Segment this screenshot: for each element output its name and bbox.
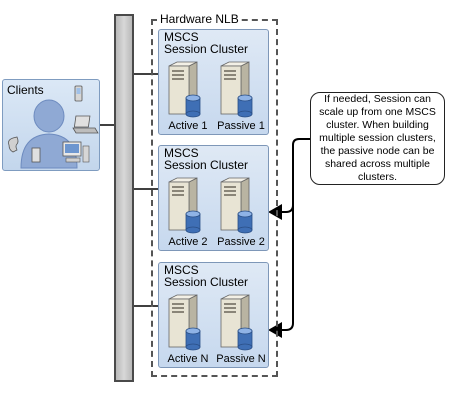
database-icon bbox=[185, 327, 201, 351]
pda-icon bbox=[74, 85, 83, 102]
active-node-label: Active N bbox=[167, 353, 209, 365]
cluster-title-line2: Session Cluster bbox=[164, 158, 249, 172]
clients-icon-group bbox=[8, 85, 99, 169]
cluster-title-line2: Session Cluster bbox=[164, 42, 249, 56]
database-icon bbox=[185, 94, 201, 118]
arrow-to-passive-n bbox=[268, 204, 294, 338]
cluster-title: MSCS Session Cluster bbox=[164, 147, 248, 171]
cluster-title-line1: MSCS bbox=[164, 146, 199, 160]
cluster-servers bbox=[168, 294, 253, 351]
cluster-servers bbox=[168, 61, 253, 118]
database-icon bbox=[237, 327, 253, 351]
clients-box: Clients bbox=[2, 79, 100, 171]
session-cluster-1: MSCS Session Cluster Active 1 Passive 1 bbox=[158, 29, 269, 135]
network-backbone bbox=[114, 14, 134, 382]
device-icon bbox=[31, 147, 41, 163]
database-icon bbox=[237, 94, 253, 118]
laptop-icon bbox=[72, 115, 99, 134]
database-icon bbox=[237, 210, 253, 234]
clients-label: Clients bbox=[7, 83, 44, 97]
database-icon bbox=[185, 210, 201, 234]
passive-node-label: Passive N bbox=[216, 353, 266, 365]
cluster-title-line1: MSCS bbox=[164, 263, 199, 277]
hardware-nlb-label: Hardware NLB bbox=[158, 12, 241, 26]
session-cluster-n: MSCS Session Cluster Active N Passive N bbox=[158, 262, 269, 368]
active-node-label: Active 2 bbox=[168, 236, 208, 248]
active-node-label: Active 1 bbox=[168, 120, 208, 132]
desktop-icon bbox=[62, 141, 90, 163]
scaling-note-callout: If needed, Session can scale up from one… bbox=[310, 92, 445, 185]
arrow-to-passive-2 bbox=[268, 138, 310, 220]
session-cluster-2: MSCS Session Cluster Active 2 Passive 2 bbox=[158, 145, 269, 251]
phone-icon bbox=[8, 136, 19, 153]
cluster-title-line2: Session Cluster bbox=[164, 275, 249, 289]
cluster-title-line1: MSCS bbox=[164, 30, 199, 44]
cluster-title: MSCS Session Cluster bbox=[164, 264, 248, 288]
cluster-title: MSCS Session Cluster bbox=[164, 31, 248, 55]
callout-text: If needed, Session can scale up from one… bbox=[319, 93, 436, 183]
passive-node-label: Passive 1 bbox=[217, 120, 265, 132]
active-server-icon bbox=[168, 294, 198, 348]
cluster-servers bbox=[168, 177, 253, 234]
passive-node-label: Passive 2 bbox=[217, 236, 265, 248]
